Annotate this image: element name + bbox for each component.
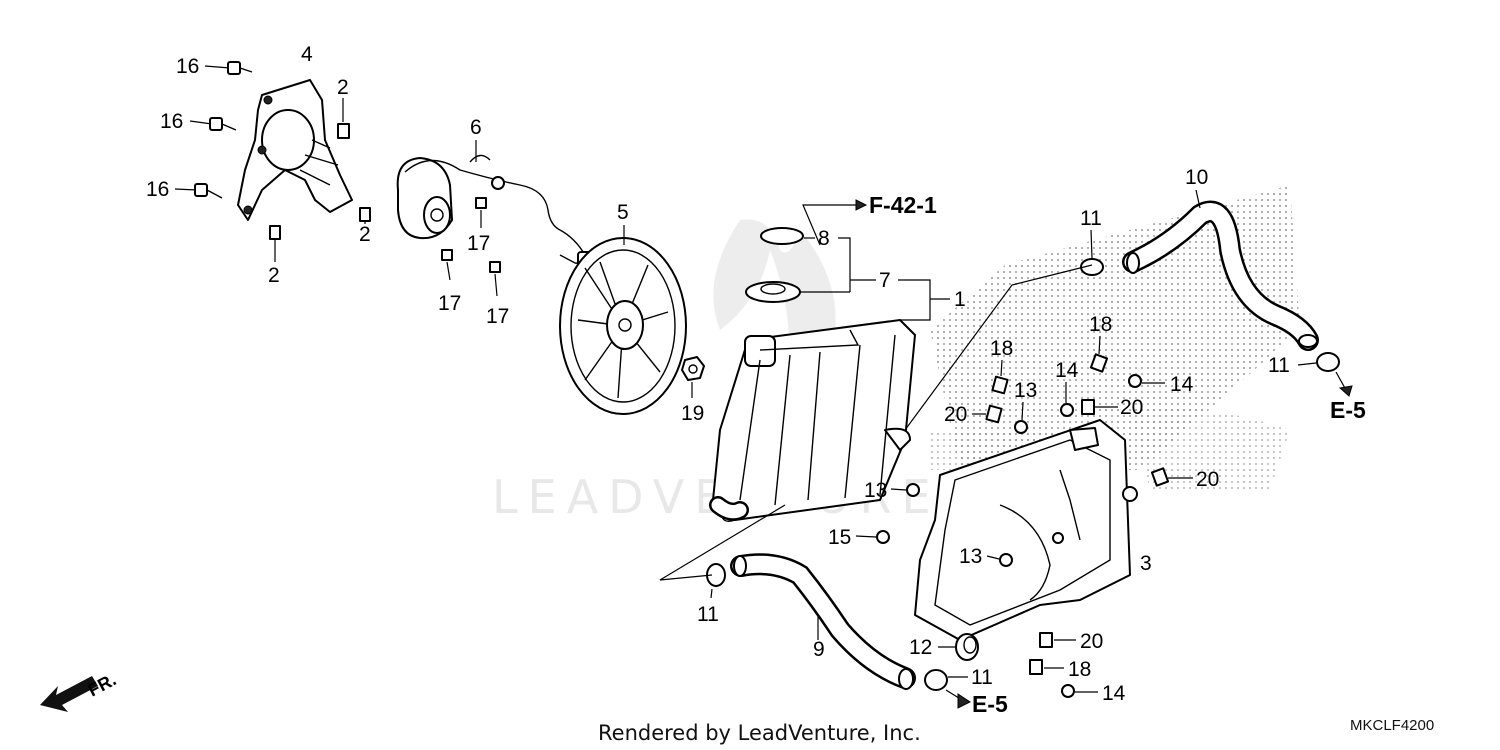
label-18-b: 18 [1089, 313, 1112, 336]
bolt-14-b [1128, 374, 1165, 388]
radiator-cap [745, 281, 801, 303]
bolt-16-lower [174, 183, 223, 199]
clip-20-d [1039, 632, 1076, 648]
lower-radiator-hose [709, 496, 916, 690]
rubber-grommet-12 [938, 633, 979, 661]
hose-clamp-11-a [1080, 229, 1104, 276]
upper-radiator-hose [1122, 189, 1319, 351]
label-16-middle: 16 [160, 110, 183, 133]
footer-credit: Rendered by LeadVenture, Inc. [598, 721, 921, 745]
leader-lower-hose [659, 504, 786, 581]
clip-18-c [1029, 659, 1064, 675]
cooling-fan [559, 225, 687, 415]
label-7: 7 [879, 269, 891, 292]
cross-ref-e5-lower[interactable]: E-5 [972, 691, 1008, 717]
clip-18-b [1089, 335, 1109, 373]
label-17-b: 17 [438, 292, 461, 315]
label-14-c: 14 [1102, 682, 1126, 705]
label-11-d: 11 [971, 666, 993, 689]
bolt-13-b [890, 483, 920, 497]
label-2-a: 2 [337, 76, 349, 99]
label-13-a: 13 [1014, 379, 1037, 402]
callout-labels: 16 16 16 4 2 2 2 6 17 17 17 5 19 8 7 1 1… [146, 43, 1290, 705]
label-1: 1 [954, 288, 966, 311]
label-18-c: 18 [1068, 658, 1091, 681]
label-5: 5 [617, 201, 629, 224]
bolt-15 [855, 530, 890, 544]
clip-2-b [269, 225, 281, 262]
clip-20-b [1081, 399, 1118, 415]
label-15: 15 [828, 526, 851, 549]
fan-motor [396, 140, 593, 271]
bolt-13-c [986, 553, 1013, 567]
radiator-shroud [914, 419, 1138, 641]
clip-2-c [359, 207, 371, 224]
bolt-16-middle [189, 117, 237, 131]
screw-17-a [475, 197, 487, 228]
label-16-upper: 16 [176, 55, 199, 78]
screw-17-c [489, 261, 501, 297]
label-20-b: 20 [1120, 396, 1143, 419]
leader-radiator-upper-hose [904, 264, 1093, 431]
label-11-c: 11 [697, 603, 719, 626]
hose-clamp-11-b [1297, 352, 1340, 372]
label-2-c: 2 [359, 223, 371, 246]
clip-18-a [991, 359, 1009, 395]
screw-17-b [441, 249, 453, 281]
hose-clamp-11-d [924, 669, 968, 691]
arrow-e5-upper [1335, 371, 1353, 397]
cross-ref-f42-1[interactable]: F-42-1 [869, 192, 937, 218]
bolt-13-a [1014, 401, 1028, 434]
label-18-a: 18 [990, 337, 1013, 360]
label-20-c: 20 [1196, 468, 1219, 491]
label-11-b: 11 [1268, 354, 1290, 377]
clip-2-a [337, 98, 350, 139]
label-13-c: 13 [959, 545, 982, 568]
label-3: 3 [1140, 552, 1152, 575]
cross-ref-e5-upper[interactable]: E-5 [1330, 397, 1366, 423]
label-11-a: 11 [1080, 207, 1102, 230]
label-20-d: 20 [1080, 630, 1103, 653]
diagram-code: MKCLF4200 [1350, 717, 1434, 734]
clip-20-c [1150, 467, 1193, 487]
label-19: 19 [681, 402, 704, 425]
bolt-14-a [1060, 382, 1074, 417]
front-direction-arrow [40, 676, 98, 712]
label-17-c: 17 [486, 305, 509, 328]
label-2-b: 2 [268, 264, 280, 287]
label-8: 8 [818, 227, 830, 250]
label-6: 6 [470, 116, 482, 139]
label-20-a: 20 [944, 403, 967, 426]
label-13-b: 13 [864, 479, 887, 502]
clip-20-a [972, 404, 1003, 424]
arrow-e5-lower [945, 689, 971, 709]
nut-19 [681, 356, 705, 398]
front-indicator-label: FR. [84, 669, 119, 700]
background-flame-logo [713, 219, 836, 360]
cap-seal [760, 227, 804, 245]
label-17-a: 17 [467, 232, 490, 255]
label-14-b: 14 [1170, 373, 1194, 396]
bolt-14-c [1061, 684, 1098, 698]
radiator [711, 319, 916, 522]
label-12: 12 [909, 636, 932, 659]
leaders-cap-group [800, 199, 950, 321]
label-16-lower: 16 [146, 178, 169, 201]
label-14-a: 14 [1055, 359, 1079, 382]
fan-shroud-bracket [237, 79, 353, 221]
hose-clamp-11-c [706, 563, 726, 599]
label-4: 4 [301, 43, 313, 66]
label-10: 10 [1185, 166, 1208, 189]
bolt-16-upper [204, 61, 253, 75]
label-9: 9 [813, 638, 825, 661]
